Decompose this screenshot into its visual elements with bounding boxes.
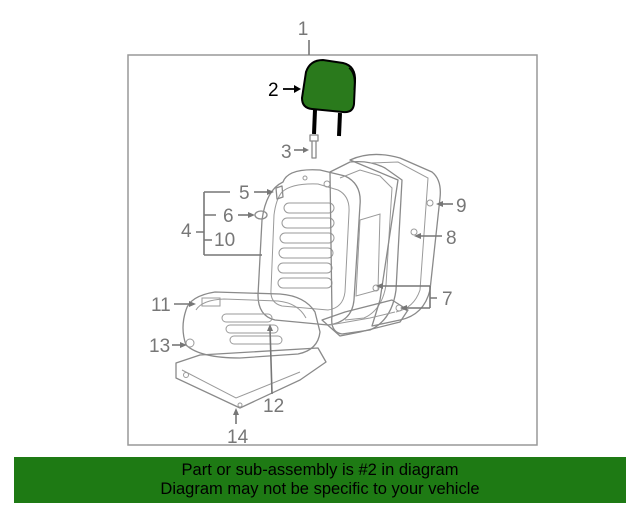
callout-1[interactable]: 1 (298, 19, 309, 40)
callout-11[interactable]: 11 (151, 295, 171, 316)
callout-7-bracket (380, 285, 437, 309)
callout-6[interactable]: 6 (223, 206, 234, 227)
parts-diagram: 1 2 3 (127, 19, 538, 448)
clip-part-6[interactable] (254, 210, 268, 220)
callout-10[interactable]: 10 (214, 230, 235, 251)
callout-4[interactable]: 4 (181, 221, 192, 242)
headrest-part[interactable] (300, 58, 357, 137)
info-banner: Part or sub-assembly is #2 in diagram Di… (14, 457, 626, 503)
seat-cushion-frame[interactable] (321, 299, 409, 337)
callout-4-bracket (196, 191, 262, 256)
diagram-frame (127, 54, 538, 446)
callout-2[interactable]: 2 (268, 80, 279, 101)
seat-back-frame[interactable] (329, 160, 403, 335)
callout-12[interactable]: 12 (263, 396, 284, 417)
callout-14[interactable]: 14 (227, 427, 249, 448)
seat-base-pan[interactable] (175, 347, 327, 409)
seat-cushion[interactable] (182, 291, 321, 359)
seat-back-cushion[interactable] (257, 169, 361, 326)
callout-7[interactable]: 7 (442, 289, 453, 310)
banner-line-disclaimer: Diagram may not be specific to your vehi… (160, 480, 480, 498)
callout-3[interactable]: 3 (281, 142, 292, 163)
clip-part-5[interactable] (275, 185, 284, 200)
banner-line-part-number: Part or sub-assembly is #2 in diagram (181, 461, 459, 479)
callout-5[interactable]: 5 (239, 183, 250, 204)
headrest-guide-part[interactable] (309, 134, 319, 159)
callout-2-arrow (294, 85, 301, 93)
seat-back-panel[interactable] (349, 153, 441, 327)
callout-8[interactable]: 8 (446, 228, 457, 249)
callout-13[interactable]: 13 (149, 336, 170, 357)
callout-9[interactable]: 9 (456, 196, 467, 217)
